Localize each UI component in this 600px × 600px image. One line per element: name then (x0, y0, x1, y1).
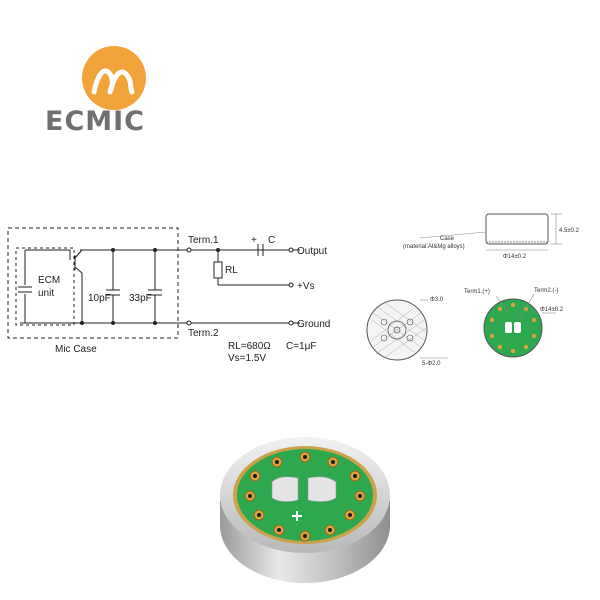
ecm-unit-box (15, 247, 75, 326)
back-view (483, 293, 556, 358)
height-dim: 4.5±0.2 (559, 228, 580, 234)
rl-value: RL=680Ω (228, 341, 271, 352)
cap-10pf-label: 10pF (88, 293, 111, 304)
phi3-dim: Φ3.0 (430, 297, 444, 303)
dimension-drawings: Case (material:Al&Mg alloys) 4.5±0.2 Φ14… (366, 213, 580, 367)
case-material-label: (material:Al&Mg alloys) (403, 244, 465, 250)
case-label: Case (440, 236, 455, 242)
holes-dim: 5-Φ2.0 (422, 361, 441, 367)
term2-label: Term.2 (188, 328, 219, 339)
mic-case-label: Mic Case (55, 344, 97, 355)
unit-label: unit (38, 288, 54, 299)
plus-label: + (251, 235, 257, 246)
logo-text: ECMIC (45, 106, 145, 137)
mic-case-box (7, 227, 179, 339)
term1-dim: Term1.(+) (464, 289, 490, 295)
ground-label: Ground (297, 319, 330, 330)
vs-label: +Vs (297, 281, 315, 292)
product-photo (220, 437, 390, 583)
term1-label: Term.1 (188, 235, 219, 246)
circuit-diagram: ECM unit 10pF 33pF Mic Case Term.1 Term.… (7, 227, 330, 364)
term2-dim: Term2.(-) (534, 288, 558, 294)
diameter-side-dim: Φ14±0.2 (503, 254, 527, 260)
c-value: C=1μF (286, 341, 317, 352)
cap-33pf-label: 33pF (129, 293, 152, 304)
front-view (366, 299, 448, 361)
diameter-back-dim: Φ14±0.2 (540, 307, 564, 313)
c-label: C (268, 235, 275, 246)
output-label: Output (297, 246, 327, 257)
side-view (419, 213, 562, 251)
vs-value: Vs=1.5V (228, 353, 266, 364)
rl-label: RL (225, 265, 238, 276)
ecmic-logo-mark (82, 46, 146, 110)
ecm-label: ECM (38, 275, 60, 286)
